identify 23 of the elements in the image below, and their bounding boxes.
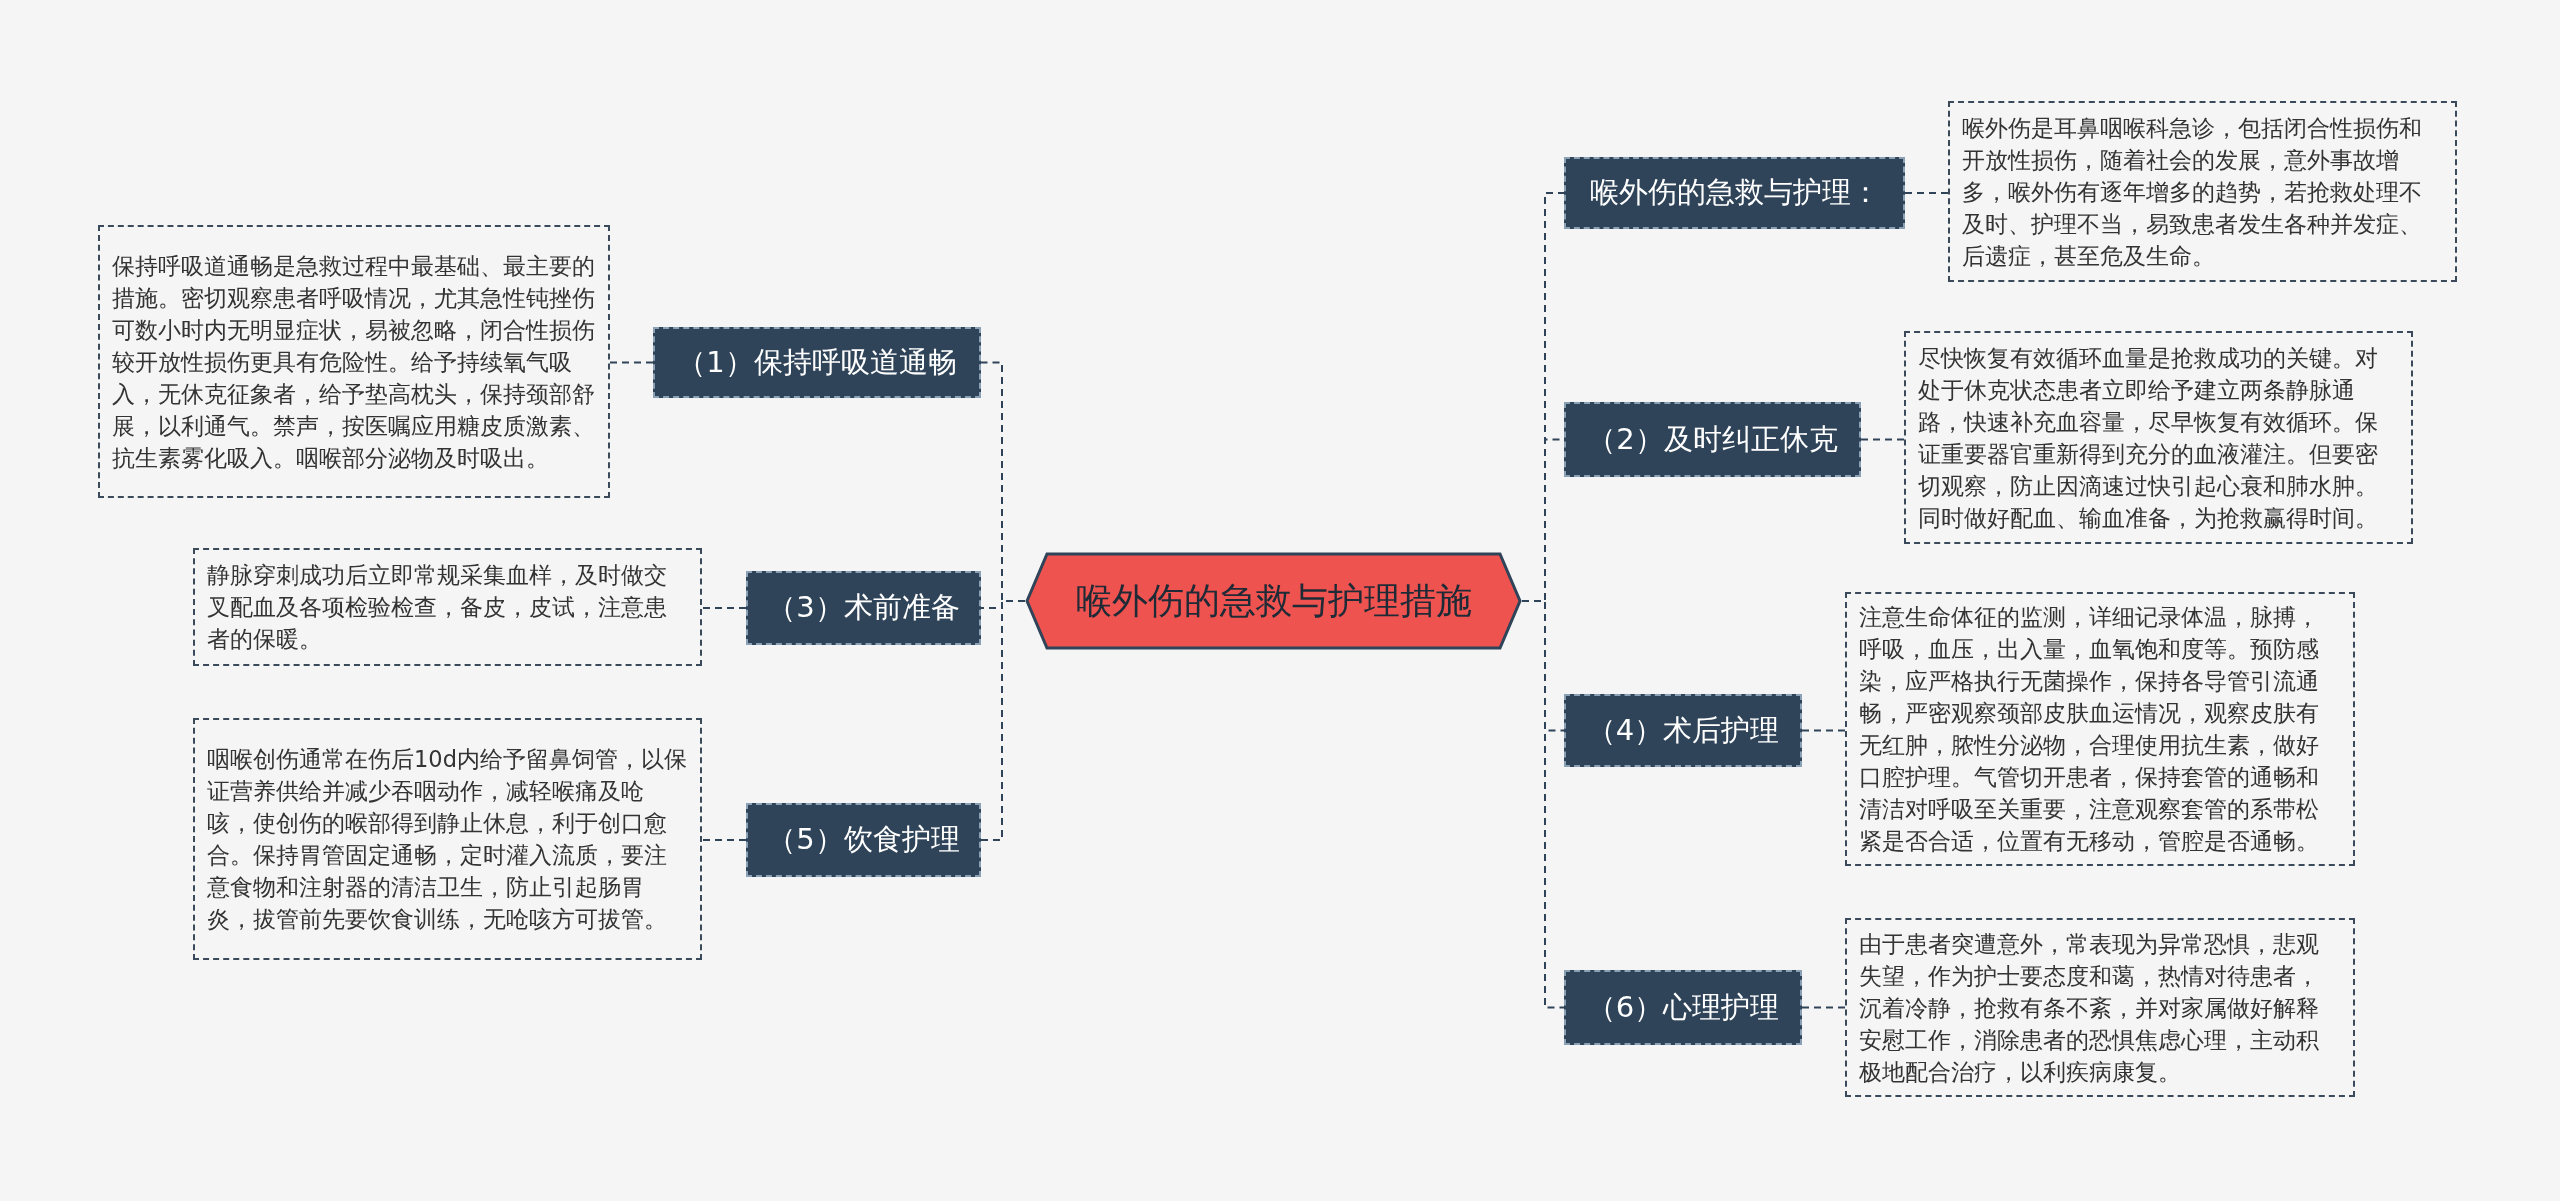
topic-box: （3）术前准备 bbox=[746, 571, 981, 645]
connector-line bbox=[1801, 729, 1846, 732]
topic-box: （5）饮食护理 bbox=[746, 803, 981, 877]
note-box: 尽快恢复有效循环血量是抢救成功的关键。对处于休克状态患者立即给予建立两条静脉通路，快速补充血容量，尽早恢复有效循环。保证重要器官重新得到充分的血液灌注。但要密切观察，防止因滴速过快引起心衰和肺水肿。同时做好配血、输血准备，为抢救赢得时间。 bbox=[1904, 331, 2413, 544]
note-box: 由于患者突遭意外，常表现为异常恐惧，悲观失望，作为护士要态度和蔼，热情对待患者，沉着冷静，抢救有条不紊，并对家属做好解释安慰工作，消除患者的恐惧焦虑心理，主动积极地配合治疗，以利疾病康复。 bbox=[1845, 918, 2355, 1097]
topic-box: 喉外伤的急救与护理： bbox=[1564, 157, 1905, 229]
topic-box: （6）心理护理 bbox=[1564, 970, 1802, 1045]
note-box: 喉外伤是耳鼻咽喉科急诊，包括闭合性损伤和开放性损伤，随着社会的发展，意外事故增多，喉外伤有逐年增多的趋势，若抢救处理不及时、护理不当，易致患者发生各种并发症、后遗症，甚至危及生命。 bbox=[1948, 101, 2457, 282]
topic-box: （4）术后护理 bbox=[1564, 694, 1802, 767]
connector-line bbox=[1860, 438, 1905, 441]
note-box: 保持呼吸道通畅是急救过程中最基础、最主要的措施。密切观察患者呼吸情况，尤其急性钝挫伤可数小时内无明显症状，易被忽略，闭合性损伤较开放性损伤更具有危险性。给予持续氧气吸入，无休克征象者，给予垫高枕头，保持颈部舒展，以利通气。禁声，按医嘱应用糖皮质激素、抗生素雾化吸入。咽喉部分泌物及时吸出。 bbox=[98, 225, 610, 498]
connector-line bbox=[980, 600, 1026, 841]
topic-box: （1）保持呼吸道通畅 bbox=[653, 327, 981, 398]
note-box: 咽喉创伤通常在伤后10d内给予留鼻饲管，以保证营养供给并减少吞咽动作，减轻喉痛及呛咳，使创伤的喉部得到静止休息，利于创口愈合。保持胃管固定通畅，定时灌入流质，要注意食物和注射器的清洁卫生，防止引起肠胃炎，拔管前先要饮食训练，无呛咳方可拔管。 bbox=[193, 718, 702, 960]
note-box: 静脉穿刺成功后立即常规采集血样，及时做交叉配血及各项检验检查，备皮，皮试，注意患者的保暖。 bbox=[193, 548, 702, 666]
connector-line bbox=[701, 607, 747, 609]
connector-line bbox=[701, 839, 747, 841]
central-topic: 喉外伤的急救与护理措施 bbox=[1025, 552, 1522, 650]
note-box: 注意生命体征的监测，详细记录体温，脉搏，呼吸，血压，出入量，血氧饱和度等。预防感染，应严格执行无菌操作，保持各导管引流通畅，严密观察颈部皮肤血运情况，观察皮肤有无红肿，脓性分泌物，合理使用抗生素，做好口腔护理。气管切开患者，保持套管的通畅和清洁对呼吸至关重要，注意观察套管的系带松紧是否合适，位置有无移动，管腔是否通畅。 bbox=[1845, 592, 2355, 866]
connector-line bbox=[1801, 1006, 1846, 1009]
topic-box: （2）及时纠正休克 bbox=[1564, 402, 1861, 477]
connector-line bbox=[1904, 192, 1949, 194]
connector-line bbox=[609, 361, 654, 364]
